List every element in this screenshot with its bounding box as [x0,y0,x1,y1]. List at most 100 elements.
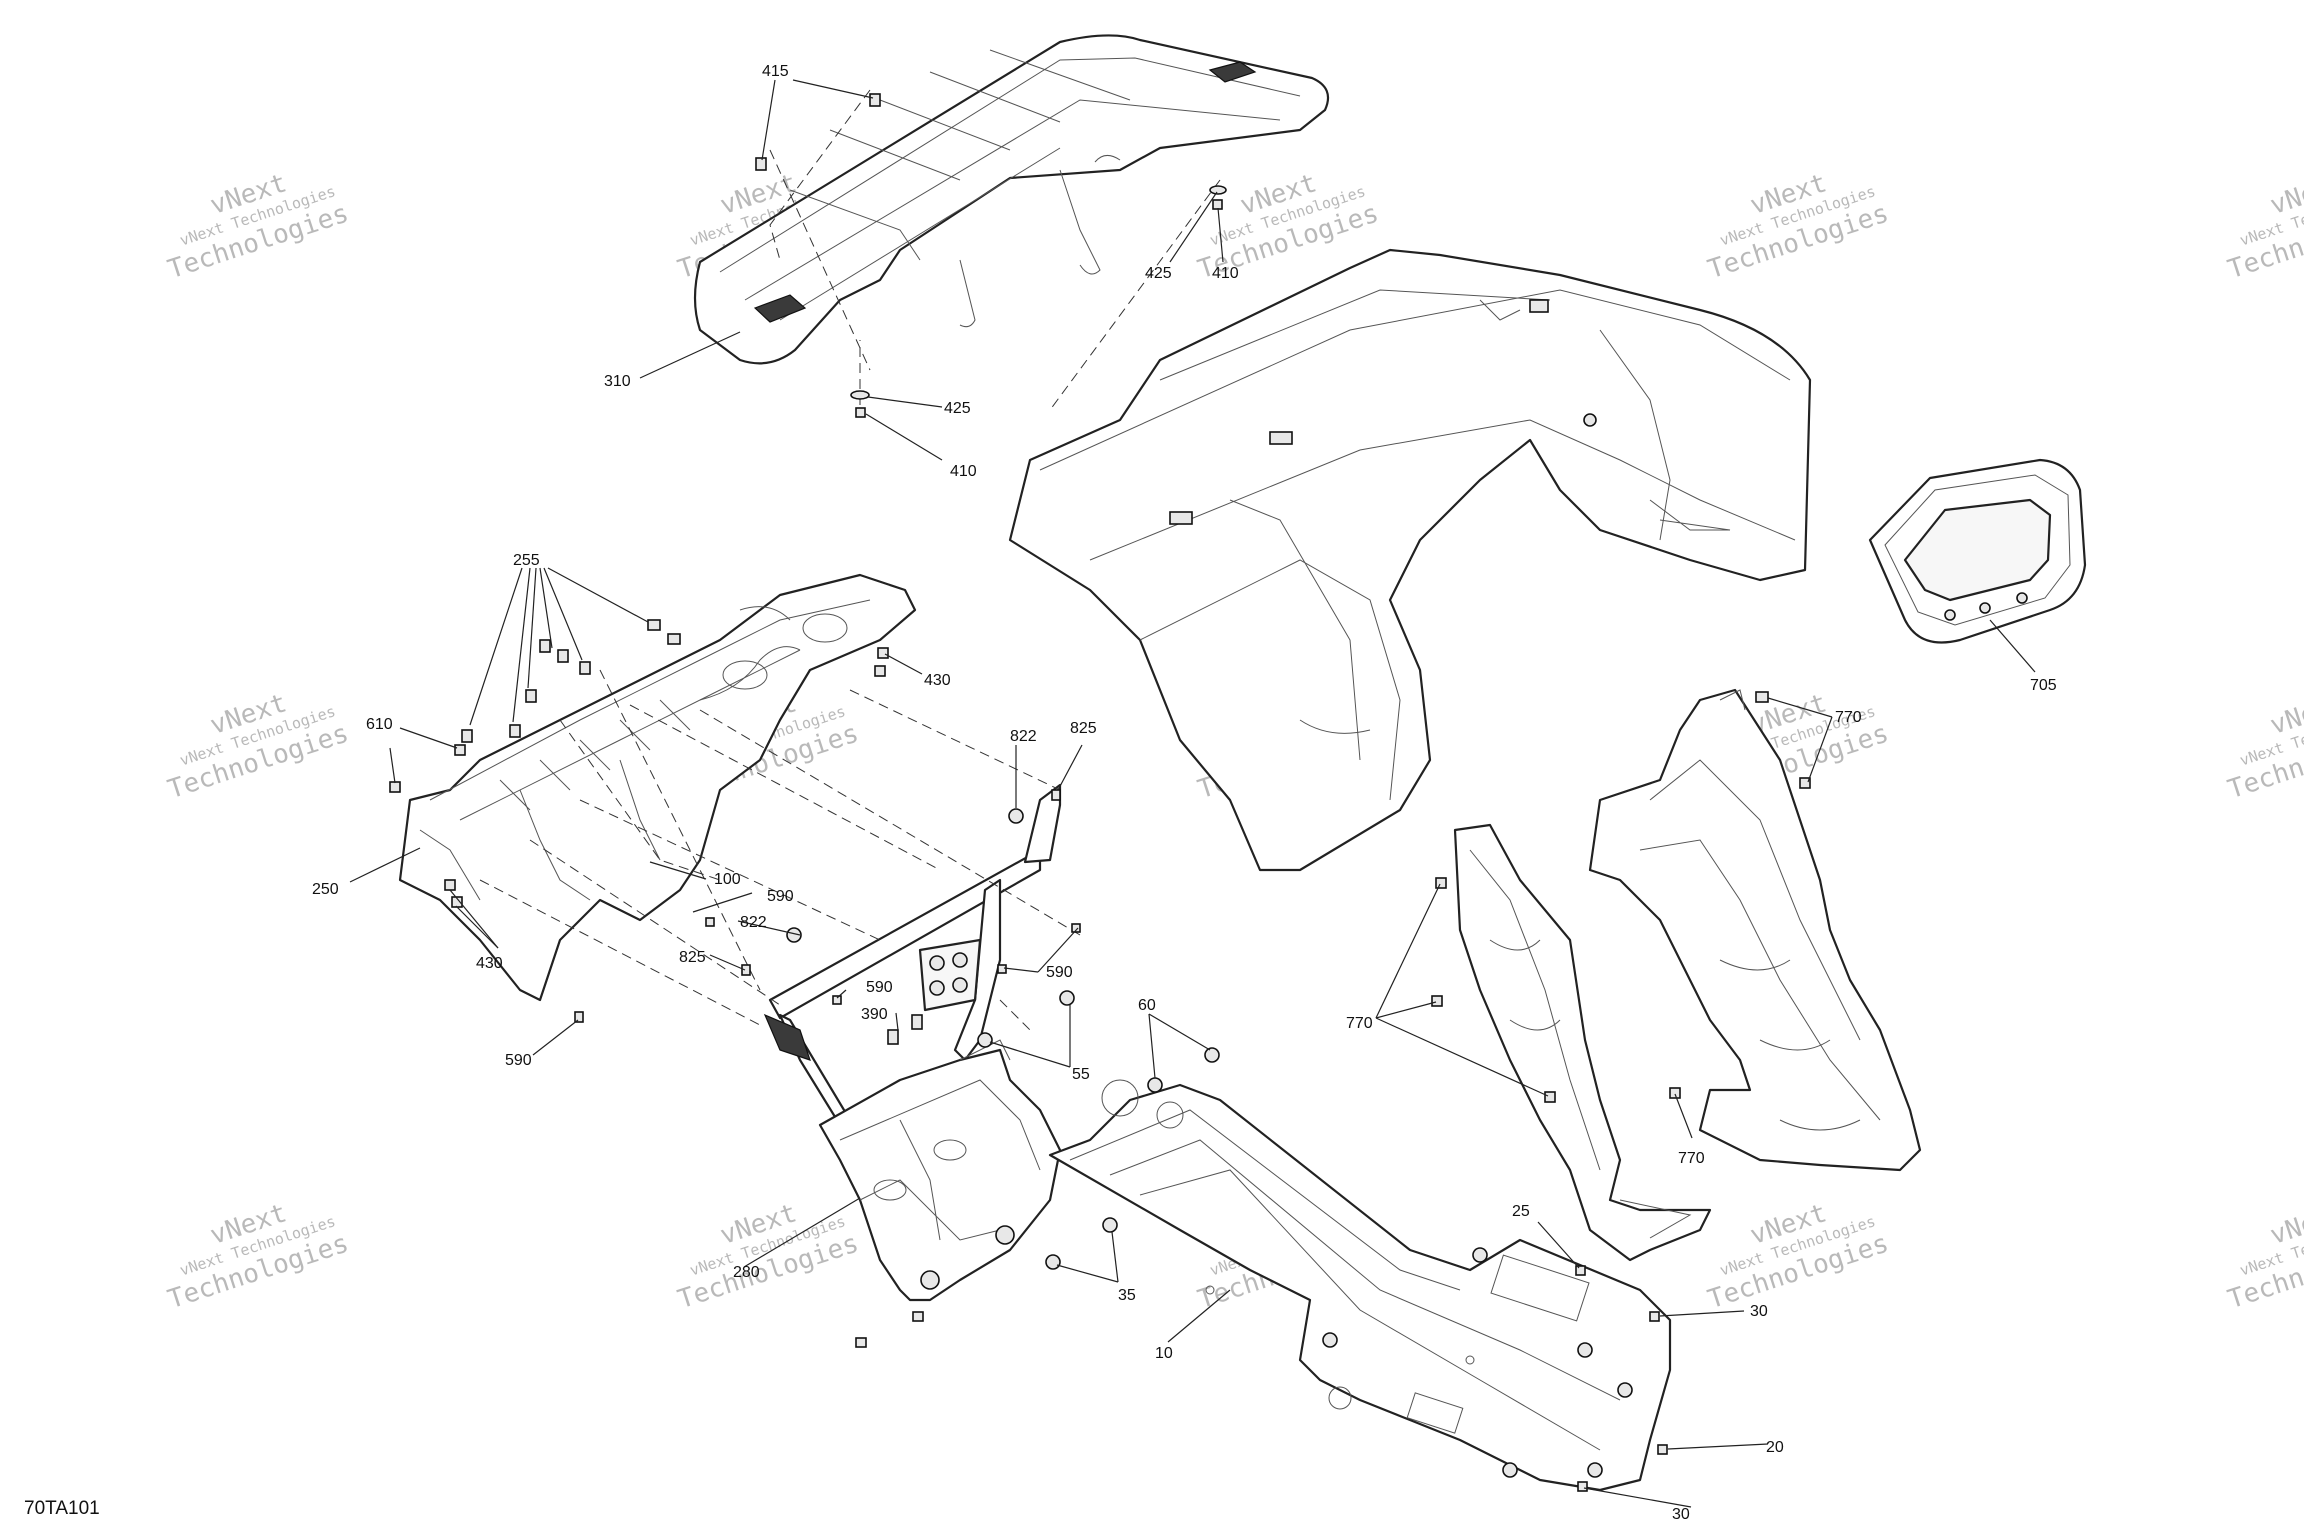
callout-415: 415 [762,63,789,80]
nut-410 [855,407,866,418]
screw-770 [1669,1087,1681,1099]
front-dash-part-250 [398,573,917,1002]
screw-20 [1657,1444,1668,1455]
clip-255 [461,729,473,743]
clip-255 [557,649,569,663]
watermark: vNext vNext Technologies Technologies [164,168,352,285]
front-support-frame-part-100 [763,783,1062,1127]
gauge-surround-part-705 [1868,458,2087,644]
screw-770 [1799,777,1811,789]
clip-255 [579,661,591,675]
callout-590: 590 [866,979,893,996]
callout-770: 770 [1346,1015,1373,1032]
callout-35: 35 [1118,1287,1136,1304]
screw-590 [1071,923,1081,933]
clip-255 [539,639,551,653]
bolt-825 [1051,789,1061,801]
screw-590 [705,917,715,927]
watermark: vNext vNext Technologies Technologies [674,1198,862,1315]
callout-390: 390 [861,1006,888,1023]
callout-20: 20 [1766,1439,1784,1456]
callout-822: 822 [740,914,767,931]
screw-30 [1577,1481,1588,1492]
callout-55: 55 [1072,1066,1090,1083]
callout-770: 770 [1835,709,1862,726]
callout-705: 705 [2030,677,2057,694]
callout-610: 610 [366,716,393,733]
callout-590: 590 [505,1052,532,1069]
callout-590: 590 [767,888,794,905]
watermark: vNext vNext Technologies Technologies [164,1198,352,1315]
callout-590: 590 [1046,964,1073,981]
watermark: vNext vNext Technologies Technologies [1704,168,1892,285]
drawing-code: 70TA101 [24,1498,100,1519]
callout-825: 825 [679,949,706,966]
callout-280: 280 [733,1264,760,1281]
nut-60 [1147,1077,1163,1093]
clip-255 [667,633,681,645]
bolt-415 [869,93,881,107]
callout-770: 770 [1678,1150,1705,1167]
nut-35 [1045,1254,1061,1270]
screw-770 [1755,691,1769,703]
bolt-825 [741,964,751,976]
bolt-390 [911,1014,923,1030]
rear-rack-part-310 [693,34,1330,365]
callout-30: 30 [1750,1303,1768,1320]
callout-10: 10 [1155,1345,1173,1362]
bolt-390 [887,1029,899,1045]
callout-430: 430 [924,672,951,689]
watermark: vNext vNext Technologies Technologies [1704,1198,1892,1315]
screw-770 [1431,995,1443,1007]
screw-430 [877,647,889,659]
watermark: vNext vNext Technologies Technologies [2224,688,2304,805]
callout-labels: 415 425 410 310 425 410 255 430 610 250 … [312,63,2057,1523]
callout-60: 60 [1138,997,1156,1014]
watermark: vNext vNext Technologies Technologies [164,688,352,805]
clip-255 [509,724,521,738]
nut-410 [1212,199,1223,210]
skid-plate-part-10 [1048,1079,1672,1492]
screw-280 [855,1337,867,1348]
nut-55 [1059,990,1075,1006]
screw-590 [574,1011,584,1023]
screw-430 [444,879,456,891]
nut-60 [1204,1047,1220,1063]
watermark: vNext vNext Technologies Technologies [2224,1198,2304,1315]
callout-425: 425 [944,400,971,417]
nut-35 [1102,1217,1118,1233]
clip-255 [525,689,537,703]
screw-610 [454,744,466,756]
callout-255: 255 [513,552,540,569]
screw-25 [1575,1265,1586,1276]
washer-425 [850,390,870,400]
watermark: vNext vNext Technologies Technologies [1194,168,1382,285]
callout-30: 30 [1672,1506,1690,1523]
screw-280 [912,1311,924,1322]
watermark: vNext vNext Technologies Technologies [2224,168,2304,285]
callout-310: 310 [604,373,631,390]
nut-822 [1008,808,1024,824]
clip-255 [647,619,661,631]
screw-770 [1435,877,1447,889]
leader-lines [349,79,2036,1508]
callout-410: 410 [950,463,977,480]
screw-770 [1544,1091,1556,1103]
nut-822 [786,927,802,943]
callout-250: 250 [312,881,339,898]
callout-25: 25 [1512,1203,1530,1220]
bolt-415 [755,157,767,171]
callout-822: 822 [1010,728,1037,745]
front-bracket-part-280 [818,1039,1062,1302]
assembly-lines [479,89,1221,1031]
callout-430: 430 [476,955,503,972]
screw-590 [997,964,1007,974]
inner-fender-panel-part-770-right [1588,688,1922,1172]
callout-100: 100 [714,871,741,888]
nut-55 [977,1032,993,1048]
callout-410: 410 [1212,265,1239,282]
callout-825: 825 [1070,720,1097,737]
washer-425 [1209,185,1227,195]
screw-30 [1649,1311,1660,1322]
